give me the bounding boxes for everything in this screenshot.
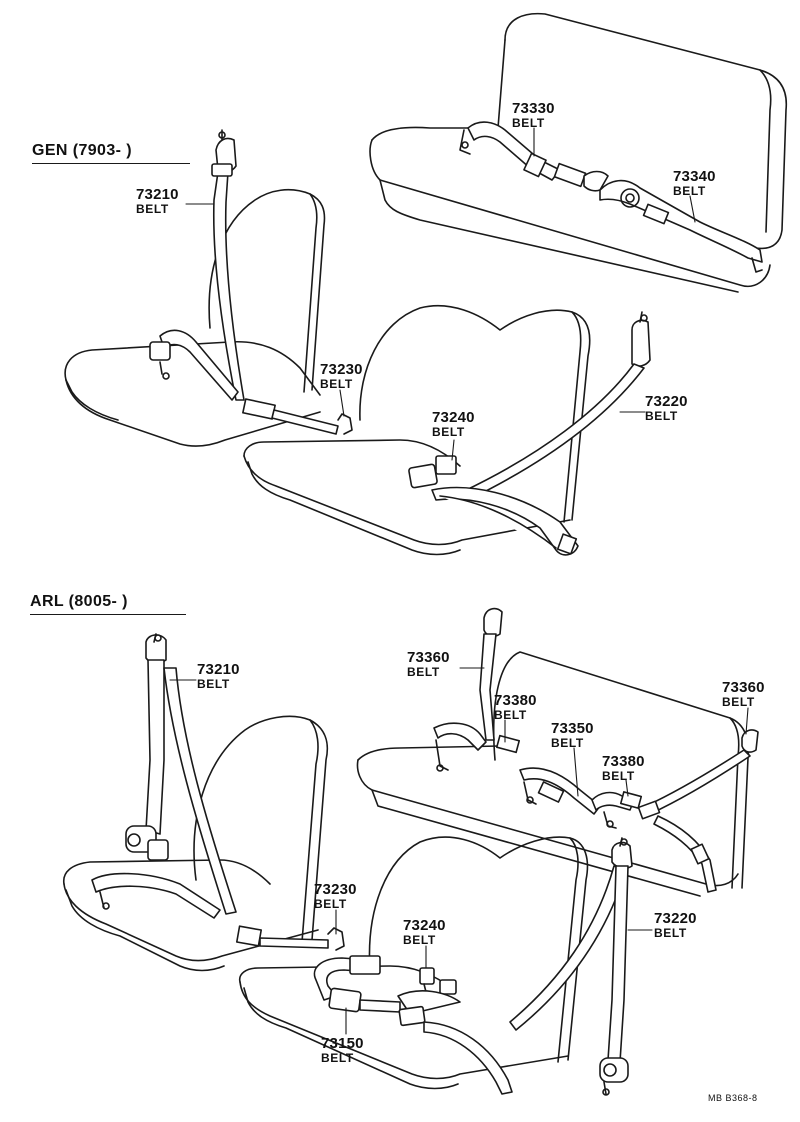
part-number: 73220 <box>654 910 697 927</box>
gen-label-73240: 73240 BELT <box>432 410 475 438</box>
part-description: BELT <box>494 708 527 722</box>
part-description: BELT <box>314 897 347 911</box>
part-number: 73380 <box>494 692 537 709</box>
part-description: BELT <box>602 769 635 783</box>
arl-rear-belts <box>433 607 759 893</box>
part-description: BELT <box>722 695 755 709</box>
diagram-reference-code: MB B368-8 <box>708 1093 758 1103</box>
arl-label-73240: 73240 BELT <box>403 918 446 946</box>
part-description: BELT <box>551 736 584 750</box>
gen-label-73340: 73340 BELT <box>673 169 716 197</box>
part-number: 73350 <box>551 720 594 737</box>
part-description: BELT <box>407 665 440 679</box>
gen-rear-belt-73340 <box>599 179 763 273</box>
gen-left-belt-73230 <box>149 329 353 435</box>
arl-right-front-seat <box>238 836 589 1090</box>
arl-left-belt-73230 <box>91 872 345 951</box>
part-number: 73380 <box>602 753 645 770</box>
part-number: 73240 <box>432 409 475 426</box>
part-number: 73220 <box>645 393 688 410</box>
part-description: BELT <box>432 425 465 439</box>
arl-label-73360-left: 73360 BELT <box>407 650 450 678</box>
gen-label-73220: 73220 BELT <box>645 394 688 422</box>
arl-label-73380-left: 73380 BELT <box>494 693 537 721</box>
arl-section-title: ARL (8005- ) <box>30 593 186 615</box>
gen-left-belt-73210 <box>211 129 245 401</box>
part-description: BELT <box>673 184 706 198</box>
arl-label-73150: 73150 BELT <box>321 1036 364 1064</box>
arl-label-73360-right: 73360 BELT <box>722 680 765 708</box>
part-description: BELT <box>645 409 678 423</box>
gen-rear-bench-seat <box>369 12 788 293</box>
gen-section-title-text: GEN (7903- ) <box>32 142 132 159</box>
part-number: 73330 <box>512 100 555 117</box>
arl-right-belt-73220 <box>509 837 633 1096</box>
part-description: BELT <box>320 377 353 391</box>
part-number: 73360 <box>722 679 765 696</box>
arl-label-73380-right: 73380 BELT <box>602 754 645 782</box>
part-description: BELT <box>136 202 169 216</box>
gen-section-title: GEN (7903- ) <box>32 142 190 164</box>
gen-rear-belt-73330 <box>459 121 609 192</box>
arl-left-belt-73210 <box>125 633 237 915</box>
gen-right-belt-73220 <box>461 311 651 501</box>
part-number: 73340 <box>673 168 716 185</box>
part-description: BELT <box>654 926 687 940</box>
part-number: 73210 <box>197 661 240 678</box>
arl-section-title-text: ARL (8005- ) <box>30 593 128 610</box>
part-description: BELT <box>197 677 230 691</box>
gen-label-73330: 73330 BELT <box>512 101 555 129</box>
gen-right-front-seat <box>243 304 591 556</box>
part-description: BELT <box>403 933 436 947</box>
arl-label-73230: 73230 BELT <box>314 882 357 910</box>
part-description: BELT <box>512 116 545 130</box>
part-description: BELT <box>321 1051 354 1065</box>
part-number: 73210 <box>136 186 179 203</box>
part-number: 73360 <box>407 649 450 666</box>
part-number: 73230 <box>314 881 357 898</box>
gen-right-belt-73240 <box>408 455 579 556</box>
arl-label-73220: 73220 BELT <box>654 911 697 939</box>
arl-right-belt-73240-73150 <box>313 955 513 1095</box>
gen-label-73230: 73230 BELT <box>320 362 363 390</box>
part-number: 73230 <box>320 361 363 378</box>
part-number: 73240 <box>403 917 446 934</box>
part-number: 73150 <box>321 1035 364 1052</box>
gen-title-underline <box>32 162 190 164</box>
gen-label-73210: 73210 BELT <box>136 187 179 215</box>
arl-label-73210: 73210 BELT <box>197 662 240 690</box>
arl-title-underline <box>30 613 186 615</box>
arl-label-73350: 73350 BELT <box>551 721 594 749</box>
